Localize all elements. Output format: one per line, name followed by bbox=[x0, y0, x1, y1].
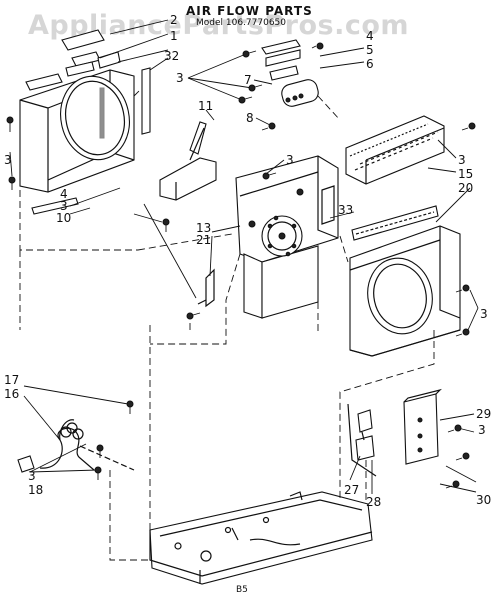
page-code: B5 bbox=[236, 585, 248, 595]
callout-2: 2 bbox=[170, 13, 178, 27]
assembly-lines bbox=[19, 89, 435, 561]
screw bbox=[455, 452, 470, 461]
screw bbox=[126, 400, 134, 414]
callout-8: 8 bbox=[246, 111, 254, 125]
screw bbox=[94, 466, 102, 480]
screw bbox=[96, 444, 104, 458]
switch-relay bbox=[347, 403, 377, 477]
part-29-plate bbox=[403, 388, 442, 465]
clip-left bbox=[197, 268, 215, 308]
screw bbox=[311, 42, 324, 50]
callouts: 2 1 32 3 4 5 6 7 8 11 3 4 3 10 3 13 21 3… bbox=[4, 13, 491, 509]
callout-21: 21 bbox=[196, 233, 211, 247]
part-32-strip bbox=[141, 67, 151, 135]
callout-30: 30 bbox=[476, 493, 491, 507]
callout-11: 11 bbox=[198, 99, 213, 113]
rear-shroud-right bbox=[349, 225, 461, 357]
screw bbox=[238, 96, 253, 104]
part-11-bracket bbox=[159, 121, 217, 201]
callout-20: 20 bbox=[458, 181, 473, 195]
screw bbox=[261, 122, 276, 131]
part-10-strip bbox=[31, 197, 79, 215]
screws bbox=[6, 42, 476, 489]
callout-10: 10 bbox=[56, 211, 71, 225]
part-15-block bbox=[345, 115, 445, 185]
callout-32: 32 bbox=[164, 49, 179, 63]
diagram-title: AIR FLOW PARTS bbox=[186, 4, 313, 18]
callout-3-left: 3 bbox=[4, 153, 12, 167]
callout-7: 7 bbox=[244, 73, 252, 87]
screw bbox=[262, 172, 277, 180]
screw bbox=[162, 218, 170, 232]
screw bbox=[186, 312, 201, 320]
callout-29: 29 bbox=[476, 407, 491, 421]
leader-lines bbox=[9, 19, 479, 494]
capacitor-assembly bbox=[261, 39, 319, 107]
model-number: Model 106.7770650 bbox=[196, 18, 287, 28]
screw bbox=[8, 176, 16, 190]
callout-3-bracket: 3 bbox=[478, 423, 486, 437]
part-33-strip bbox=[351, 205, 439, 241]
callout-3-right-low: 3 bbox=[480, 307, 488, 321]
callout-6: 6 bbox=[366, 57, 374, 71]
callout-3-cord: 3 bbox=[28, 469, 36, 483]
screw bbox=[447, 424, 462, 433]
screw bbox=[455, 328, 470, 337]
screw bbox=[248, 84, 263, 92]
base-pan bbox=[149, 491, 373, 585]
callout-1: 1 bbox=[170, 29, 178, 43]
screw bbox=[445, 480, 460, 489]
callout-17: 17 bbox=[4, 373, 19, 387]
power-cord bbox=[17, 419, 135, 473]
callout-33: 33 bbox=[338, 203, 353, 217]
callout-27: 27 bbox=[344, 483, 359, 497]
callout-16: 16 bbox=[4, 387, 19, 401]
screw bbox=[6, 116, 14, 132]
callout-3-top: 3 bbox=[176, 71, 184, 85]
screw bbox=[461, 122, 476, 131]
callout-4-mid: 4 bbox=[60, 187, 68, 201]
callout-13: 13 bbox=[196, 221, 211, 235]
screw bbox=[455, 284, 470, 293]
callout-3-right: 3 bbox=[458, 153, 466, 167]
callout-15: 15 bbox=[458, 167, 473, 181]
callout-5: 5 bbox=[366, 43, 374, 57]
callout-3-mid: 3 bbox=[60, 199, 68, 213]
fan-shroud-center bbox=[235, 155, 339, 319]
callout-18: 18 bbox=[28, 483, 43, 497]
screw bbox=[242, 50, 257, 58]
callout-4: 4 bbox=[366, 29, 374, 43]
callout-3-center: 3 bbox=[286, 153, 294, 167]
front-panel-left bbox=[19, 69, 135, 193]
callout-28: 28 bbox=[366, 495, 381, 509]
